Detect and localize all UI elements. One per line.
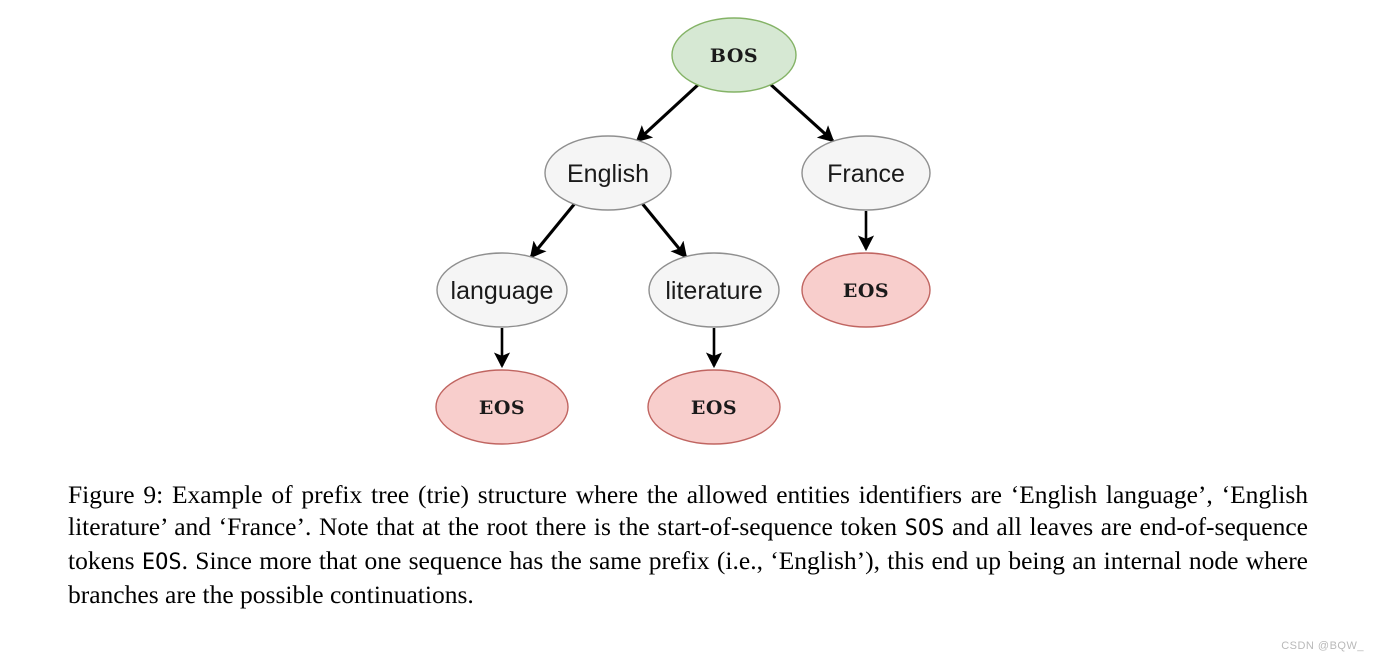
caption-token-eos: EOS [141,550,182,575]
node-bos[interactable]: BOS [671,17,797,93]
caption-part-1: Figure 9: Example of prefix tree (trie) … [68,480,1308,541]
node-literature-shape [648,252,780,328]
node-english[interactable]: English [544,135,672,211]
node-france[interactable]: France [801,135,931,211]
node-bos-label: BOS [710,45,758,67]
figure-diagram-area: BOS English France language literature E… [435,17,931,445]
node-english-label: English [567,160,649,188]
node-bos-shape [671,17,797,93]
node-literature[interactable]: literature [648,252,780,328]
node-english-shape [544,135,672,211]
edge-english-language [529,201,578,259]
node-language-label: language [451,277,554,305]
node-eos-literature[interactable]: EOS [647,369,781,445]
node-france-label: France [827,160,905,188]
edge-group [493,81,875,369]
node-literature-label: literature [665,277,762,305]
node-eos-literature-label: EOS [691,397,737,419]
node-eos-language-label: EOS [479,397,525,419]
edge-bos-france [767,81,835,143]
node-eos-language[interactable]: EOS [435,369,569,445]
node-france-shape [801,135,931,211]
edge-english-literature [639,201,688,259]
node-eos-language-shape [435,369,569,445]
node-eos-france-label: EOS [843,280,889,302]
node-eos-france-shape [801,252,931,328]
node-language[interactable]: language [436,252,568,328]
node-language-shape [436,252,568,328]
caption-part-2: and all leaves are end-of-sequence token… [68,512,1308,575]
caption-part-3: . Since more that one sequence has the s… [68,546,1308,609]
node-eos-literature-shape [647,369,781,445]
csdn-watermark: CSDN @BQW_ [1281,640,1364,652]
node-eos-france[interactable]: EOS [801,252,931,328]
prefix-tree-diagram: BOS English France language literature E… [435,17,931,445]
edge-bos-english [635,81,702,143]
caption-token-sos: SOS [904,516,945,541]
figure-caption: Figure 9: Example of prefix tree (trie) … [68,479,1308,611]
